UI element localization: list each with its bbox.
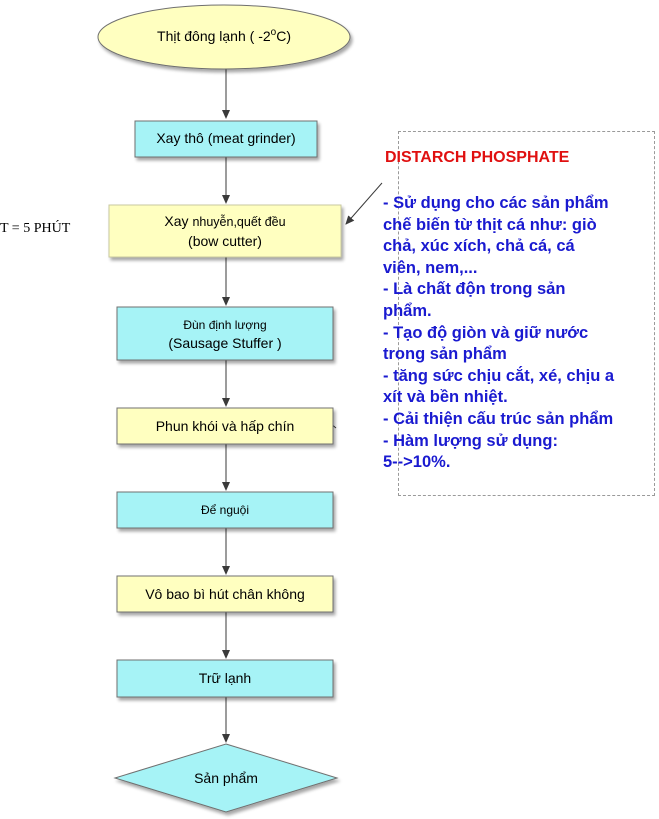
step-de-nguoi-label: Để nguội <box>201 503 249 517</box>
degree-sup: o <box>271 27 277 38</box>
note-title: DISTARCH PHOSPHATE <box>385 149 570 166</box>
step-tru-lanh-label: Trữ lạnh <box>199 670 251 686</box>
note-line: trong sản phẩm <box>383 345 507 364</box>
step-dun-dinh-luong: Đùn định lượng (Sausage Stuffer ) <box>116 306 334 361</box>
end-label: Sản phẩm <box>194 770 258 786</box>
svg-text:Xay nhuyễn,quết đều: Xay nhuyễn,quết đều <box>164 213 285 229</box>
note-line: - Cải thiện cấu trúc sản phẩm <box>383 409 614 428</box>
end-node: Sản phẩm <box>113 743 339 813</box>
step-de-nguoi: Để nguội <box>116 491 334 529</box>
note-line: - Là chất độn trong sản <box>383 280 566 299</box>
note-line: chế biến từ thịt cá như: giò <box>383 215 597 234</box>
step-dun-label: Đùn định lượng <box>183 318 266 332</box>
start-label-unit: C) <box>276 28 291 44</box>
start-label: Thịt đông lạnh ( -2 <box>157 28 271 44</box>
note-line: - tăng sức chịu cắt, xé, chịu a <box>383 366 615 385</box>
start-node: Thịt đông lạnh ( -2oC) <box>97 4 351 70</box>
step-xay-nhuyen-label-a: Xay <box>164 213 192 229</box>
note-box: DISTARCH PHOSPHATE - Sử dụng cho các sản… <box>383 131 655 496</box>
note-line: - Hàm lượng sử dụng: <box>383 431 558 450</box>
note-line: - Tạo độ giòn và giữ nước <box>383 323 589 342</box>
callout-pointer <box>345 182 383 225</box>
note-line: phẩm. <box>383 301 432 320</box>
step-dun-sub: (Sausage Stuffer ) <box>168 335 281 351</box>
step-xay-nhuyen: Xay nhuyễn,quết đều (bow cutter) <box>108 204 342 258</box>
svg-text:Thịt đông lạnh ( -2oC): Thịt đông lạnh ( -2oC) <box>157 27 291 44</box>
step-xay-tho-label: Xay thô (meat grinder) <box>156 130 295 146</box>
note-line: chả, xúc xích, chả cá, cá <box>383 237 575 256</box>
connector-arrows <box>222 69 383 743</box>
step-xay-tho: Xay thô (meat grinder) <box>134 120 318 158</box>
step-phun-khoi-label: Phun khói và hấp chín <box>156 418 295 434</box>
note-line: 5-->10%. <box>383 453 451 472</box>
step-vo-bao-bi-label: Vô bao bì hút chân không <box>145 586 305 602</box>
note-line: viên, nem,... <box>383 258 478 277</box>
note-line: xít và bền nhiệt. <box>383 388 508 407</box>
step-xay-nhuyen-label-b: nhuyễn,quết đều <box>192 214 285 229</box>
step-vo-bao-bi: Vô bao bì hút chân không <box>116 575 334 613</box>
timing-label: T = 5 PHÚT <box>0 221 71 236</box>
note-body: - Sử dụng cho các sản phẩm chế biến từ t… <box>383 193 655 474</box>
step-phun-khoi: Phun khói và hấp chín <box>116 407 334 445</box>
step-tru-lanh: Trữ lạnh <box>116 659 334 698</box>
step-xay-nhuyen-sub: (bow cutter) <box>188 233 262 249</box>
note-line: - Sử dụng cho các sản phẩm <box>383 194 609 212</box>
